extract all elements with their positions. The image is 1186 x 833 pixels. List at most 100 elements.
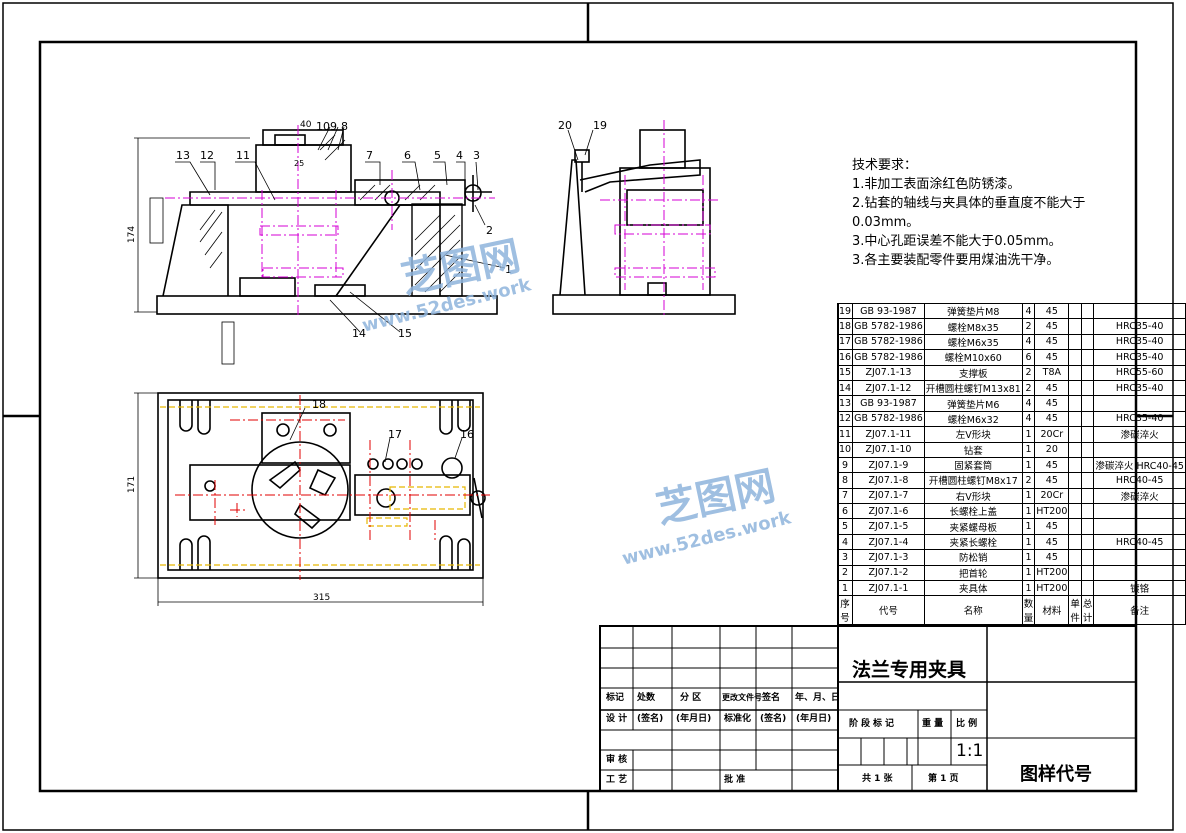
drawing-title: 法兰专用夹具 — [852, 659, 967, 681]
dim-height-top: 171 — [127, 475, 138, 494]
bom-cell: 2 — [836, 564, 854, 582]
bom-cell — [1093, 518, 1186, 535]
bom-cell: 4 — [1021, 333, 1036, 351]
top-view-centerlines — [175, 395, 490, 580]
bom-cell: 14 — [836, 379, 854, 397]
dim-a: 40 — [300, 120, 312, 130]
bom-cell: HRC55-60 — [1093, 364, 1186, 381]
bom-cell: 6 — [1021, 349, 1036, 366]
bom-cell: ZJ07.1-2 — [852, 564, 925, 582]
balloon-6: 6 — [404, 149, 411, 162]
bom-cell: 数量 — [1021, 595, 1036, 626]
bom-cell — [1068, 441, 1082, 458]
bom-cell: 45 — [1034, 318, 1070, 335]
bom-cell: HT200 — [1034, 503, 1070, 520]
bom-cell: 渗碳淬火 HRC40-45 — [1093, 456, 1186, 474]
side-view — [552, 129, 736, 315]
tb-label-date: 年、月、日 — [795, 693, 841, 703]
bom-cell — [1068, 580, 1082, 597]
bom-cell: 镀铬 — [1093, 580, 1186, 597]
bom-cell: 45 — [1034, 349, 1070, 366]
bom-cell: 钻套 — [923, 441, 1023, 458]
bom-cell: ZJ07.1-13 — [852, 364, 925, 381]
bom-cell: 3 — [836, 549, 854, 566]
bom-cell: 螺栓M8x35 — [923, 318, 1023, 335]
front-view — [156, 129, 498, 315]
bom-cell: 9 — [836, 456, 854, 474]
bom-cell — [1068, 549, 1082, 566]
technical-requirements: 技术要求： 1.非加工表面涂红色防锈漆。 2.钻套的轴线与夹具体的垂直度不能大于… — [852, 156, 1085, 270]
tb-design: 设 计 — [606, 714, 628, 724]
bom-cell — [1068, 333, 1082, 351]
bom-cell: 4 — [1021, 410, 1036, 428]
bom-cell: 螺栓M6x32 — [923, 410, 1023, 428]
bom-cell — [1068, 364, 1082, 381]
balloon-7: 7 — [366, 149, 373, 162]
balloon-13: 13 — [176, 149, 190, 162]
bom-cell: 11 — [836, 426, 854, 443]
bom-cell — [1093, 503, 1186, 520]
bom-cell: 13 — [836, 395, 854, 412]
balloon-4: 4 — [456, 149, 463, 162]
scale-value: 1:1 — [956, 741, 984, 761]
bom-cell — [1068, 410, 1082, 428]
bom-cell: 弹簧垫片M6 — [923, 395, 1023, 412]
bom-cell: 8 — [836, 472, 854, 489]
bom-cell: GB 93-1987 — [852, 395, 925, 412]
balloon-10: 10 — [316, 120, 330, 133]
tech-item: 2.钻套的轴线与夹具体的垂直度不能大于 — [852, 196, 1086, 211]
bom-cell: HRC35-40 — [1093, 379, 1186, 397]
bom-cell: GB 5782-1986 — [852, 318, 925, 335]
bom-cell: 45 — [1034, 456, 1070, 474]
bom-cell — [1068, 349, 1082, 366]
dim-b: 25 — [294, 159, 305, 168]
bom-cell: 总计 — [1080, 595, 1095, 626]
tb-stage: 阶段标记 — [849, 719, 898, 729]
bom-cell: HRC35-40 — [1093, 349, 1186, 366]
bom-cell — [1080, 533, 1095, 551]
bom-cell — [1080, 456, 1095, 474]
bom-cell: 1 — [1021, 456, 1036, 474]
bom-cell — [1068, 518, 1082, 535]
bom-cell: 45 — [1034, 333, 1070, 351]
bom-cell: 45 — [1034, 533, 1070, 551]
bom-cell — [1068, 395, 1082, 412]
bom-cell: ZJ07.1-11 — [852, 426, 925, 443]
tb-sheet-no: 第 1 页 — [928, 774, 959, 784]
bom-cell: 1 — [1021, 564, 1036, 582]
bom-cell — [1093, 441, 1186, 458]
bom-cell: 45 — [1034, 379, 1070, 397]
bom-cell — [1080, 410, 1095, 428]
bom-cell: 开槽圆柱螺钉M13x81 — [923, 379, 1023, 397]
bom-cell: 单件 — [1068, 595, 1082, 626]
balloon-5: 5 — [434, 149, 441, 162]
bom-cell: 1 — [1021, 518, 1036, 535]
bom-cell — [1068, 533, 1082, 551]
tech-item: 3.中心孔距误差不能大于0.05mm。 — [852, 234, 1062, 249]
tb-design-sign: (签名) — [637, 714, 664, 724]
bom-cell: 1 — [1021, 487, 1036, 505]
bom-cell: 右V形块 — [923, 487, 1023, 505]
bom-cell: 长螺栓上盖 — [923, 503, 1023, 520]
bom-cell: ZJ07.1-3 — [852, 549, 925, 566]
bom-cell — [1080, 395, 1095, 412]
balloon-8: 8 — [341, 120, 348, 133]
tb-approve: 批 准 — [724, 775, 746, 785]
bom-cell: GB 93-1987 — [852, 302, 925, 320]
bom-cell: GB 5782-1986 — [852, 349, 925, 366]
bom-cell: 45 — [1034, 518, 1070, 535]
bom-cell: 19 — [836, 302, 854, 320]
balloon-3: 3 — [473, 149, 480, 162]
bom-cell: 防松销 — [923, 549, 1023, 566]
bom-cell: GB 5782-1986 — [852, 333, 925, 351]
